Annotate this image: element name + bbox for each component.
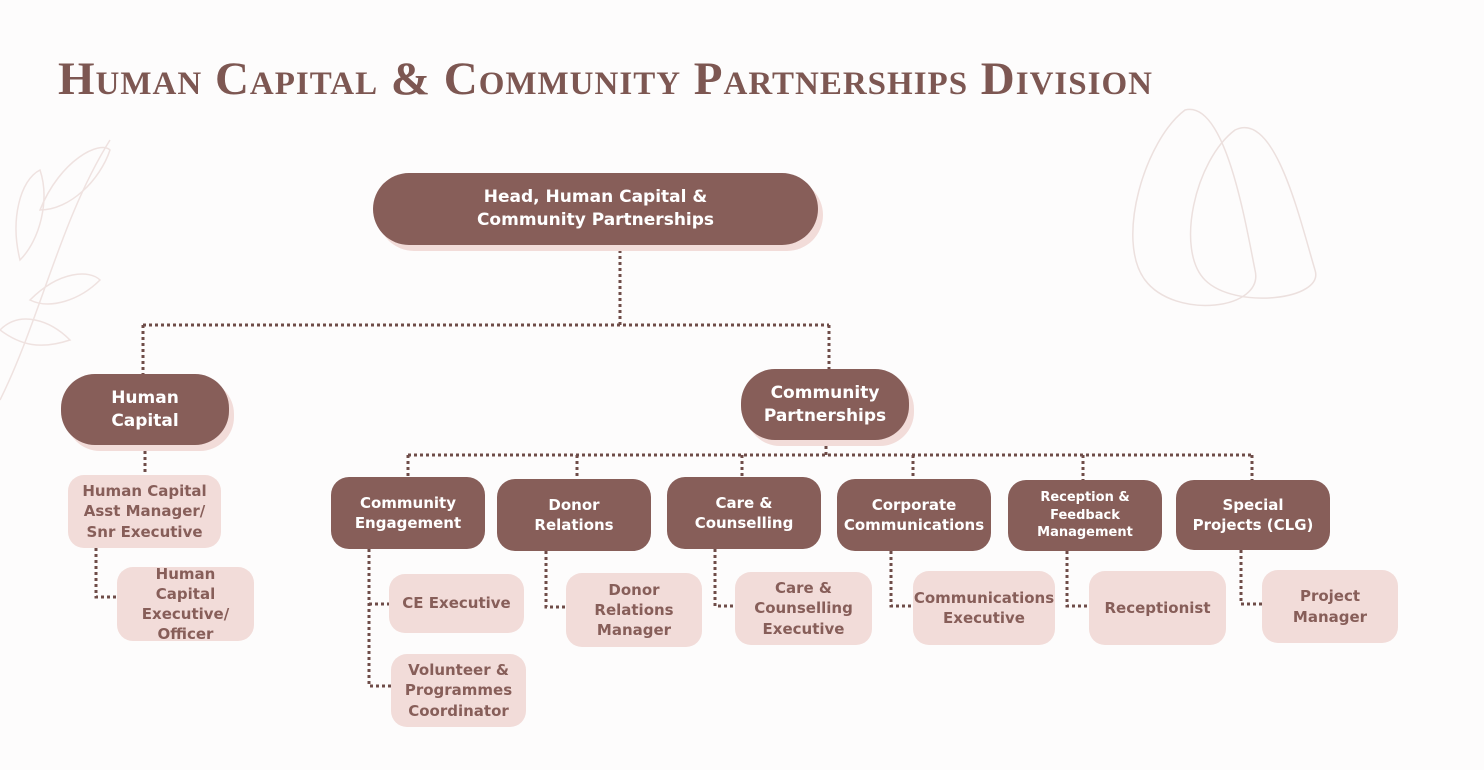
connector-rec (1065, 551, 1089, 608)
role-ce-executive: CE Executive (389, 574, 524, 633)
node-community-partnerships: Community Partnerships (741, 369, 909, 440)
connector-cp (406, 440, 1254, 480)
page-title: Human Capital & Community Partnerships D… (58, 53, 1153, 105)
connector-hc (94, 445, 147, 599)
role-hc-executive: Human Capital Executive/ Officer (117, 565, 254, 643)
connector-dr (544, 551, 566, 609)
connector-cc (713, 549, 735, 608)
role-volunteer-coordinator: Volunteer & Programmes Coordinator (391, 654, 526, 727)
unit-special-projects: Special Projects (CLG) (1176, 480, 1330, 550)
role-hc-asst-manager: Human Capital Asst Manager/ Snr Executiv… (68, 475, 221, 548)
role-project-manager: Project Manager (1262, 570, 1398, 643)
connector-sp (1239, 550, 1262, 606)
role-communications-executive: Communications Executive (913, 571, 1055, 645)
connector-head (141, 250, 831, 374)
role-receptionist: Receptionist (1089, 571, 1226, 645)
unit-corporate-communications: Corporate Communications (837, 479, 991, 551)
role-care-counselling-executive: Care & Counselling Executive (735, 572, 872, 645)
unit-reception-feedback: Reception & Feedback Management (1008, 480, 1162, 551)
leaf-decoration (0, 139, 111, 401)
unit-community-engagement: Community Engagement (331, 477, 485, 549)
node-head: Head, Human Capital & Community Partners… (373, 173, 818, 245)
node-human-capital: Human Capital (61, 374, 229, 445)
connector-ce (367, 549, 391, 688)
role-donor-relations-manager: Donor Relations Manager (566, 573, 702, 647)
unit-donor-relations: Donor Relations (497, 479, 651, 551)
unit-care-counselling: Care & Counselling (667, 477, 821, 549)
connector-corp (889, 551, 913, 608)
abstract-shape-decoration (1132, 108, 1317, 307)
